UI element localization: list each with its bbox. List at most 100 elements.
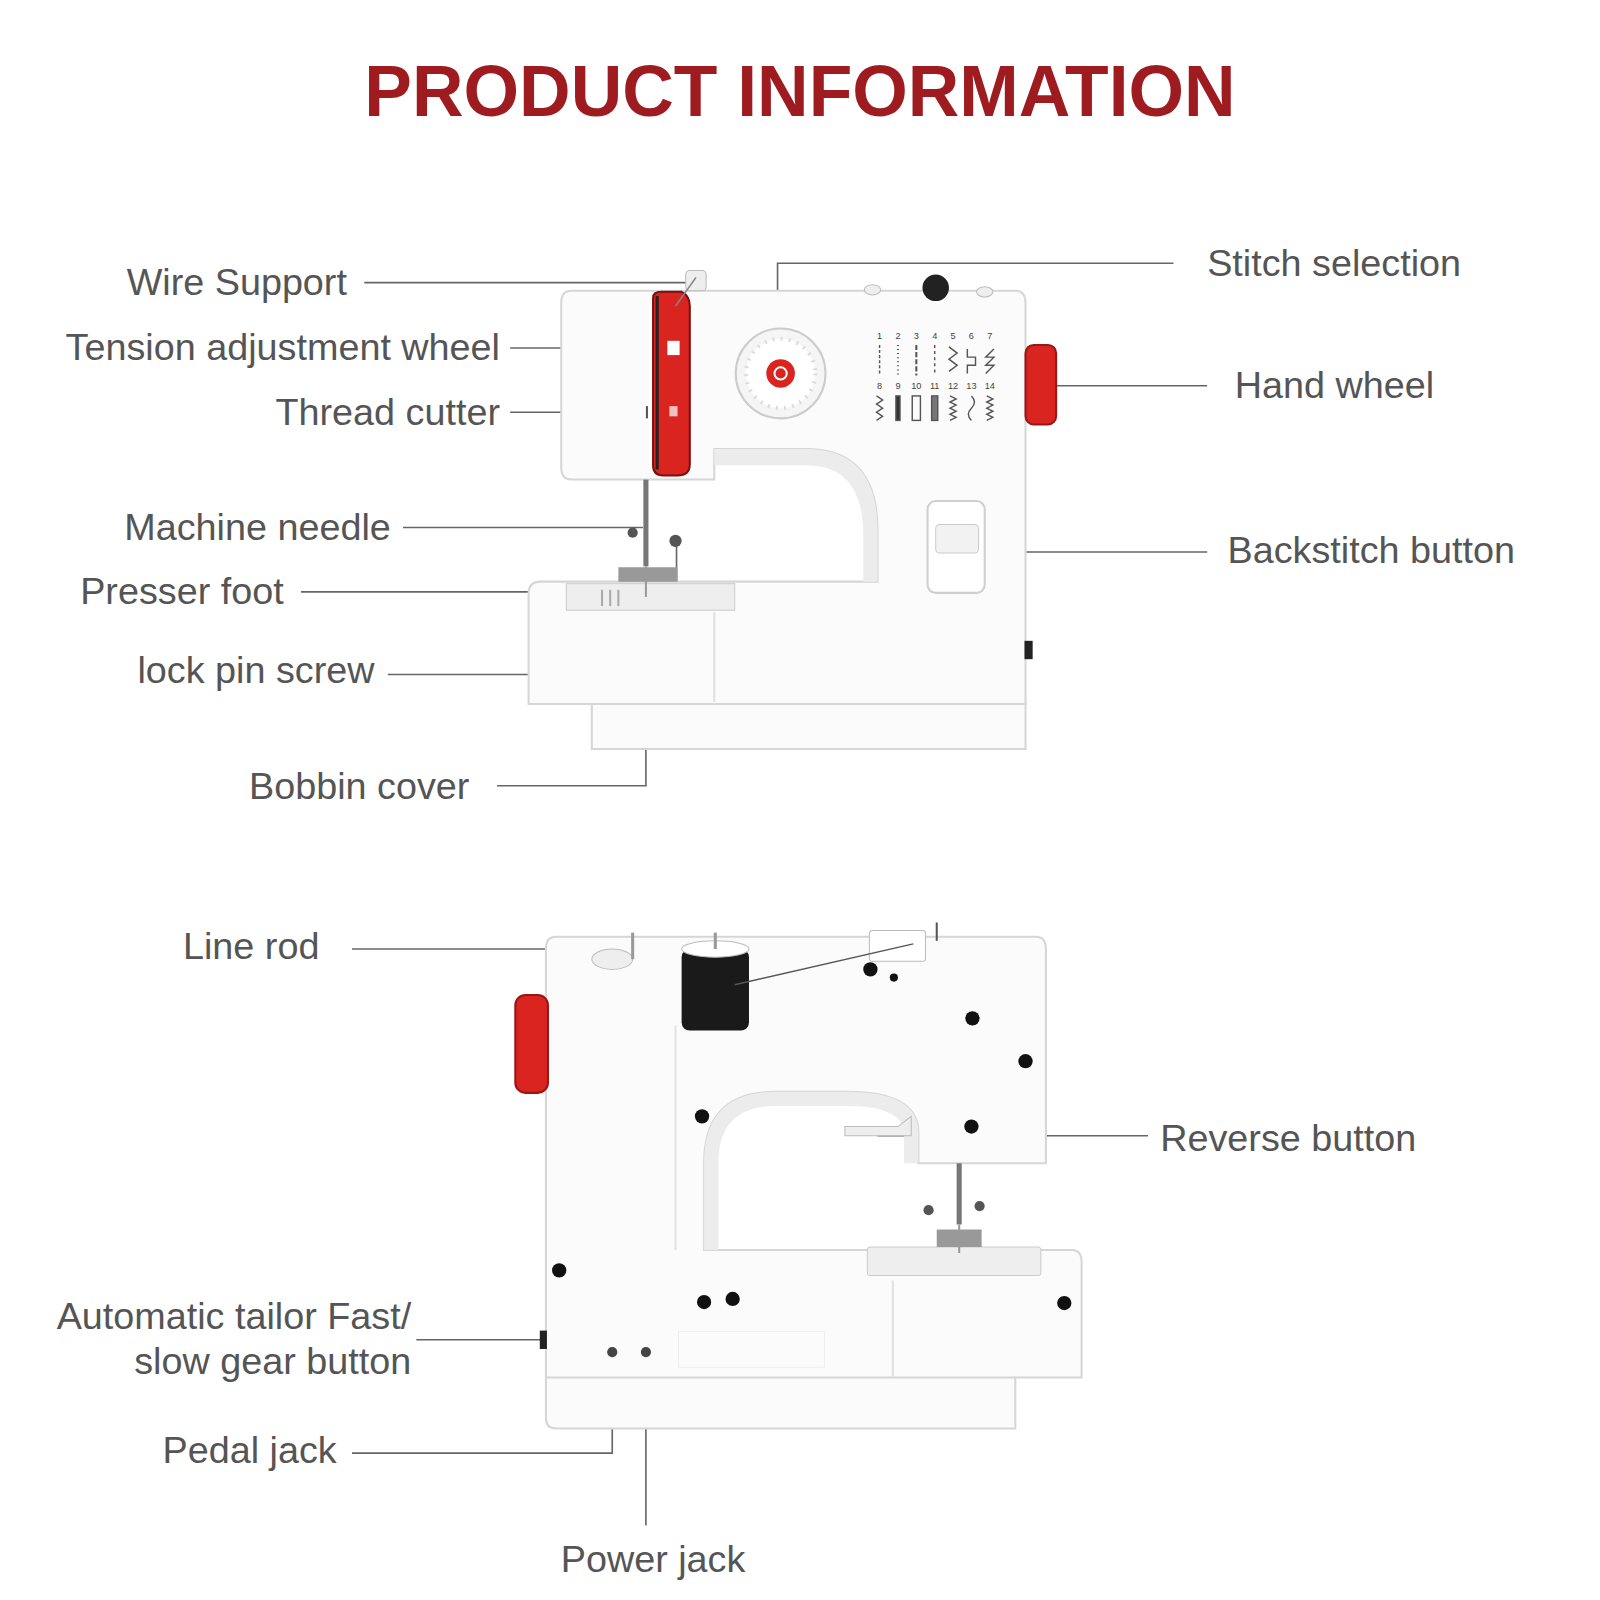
speed-button bbox=[540, 1331, 547, 1349]
hand-wheel bbox=[1026, 345, 1057, 425]
pedal-jack bbox=[607, 1347, 617, 1357]
base-seam bbox=[546, 1377, 1015, 1379]
stitch-number: 13 bbox=[962, 381, 980, 392]
page-title: PRODUCT INFORMATION bbox=[0, 49, 1600, 135]
presser-foot bbox=[937, 1230, 982, 1247]
part-label: Hand wheel bbox=[1235, 363, 1582, 408]
stitch-number: 4 bbox=[926, 331, 944, 342]
tension-mark bbox=[667, 341, 679, 355]
stitch-number: 6 bbox=[962, 331, 980, 342]
machine-base bbox=[592, 702, 1026, 749]
foot-screw bbox=[974, 1201, 984, 1211]
part-label: Thread cutter bbox=[173, 390, 500, 435]
hand-wheel bbox=[515, 995, 548, 1093]
thread-guide-pin bbox=[936, 922, 938, 940]
stitch-symbol bbox=[912, 396, 920, 420]
throat-shade bbox=[714, 449, 877, 582]
thread-guide bbox=[869, 931, 925, 962]
part-label: Reverse button bbox=[1160, 1116, 1568, 1161]
stitch-symbol bbox=[877, 396, 883, 420]
stitch-symbol bbox=[932, 396, 938, 420]
machine-body bbox=[529, 291, 1026, 704]
stitch-number: 5 bbox=[944, 331, 962, 342]
part-label: Line rod bbox=[74, 924, 319, 969]
dial-center bbox=[766, 359, 795, 388]
part-label: Stitch selection bbox=[1207, 241, 1585, 286]
pillar-seam bbox=[674, 1026, 676, 1250]
label-panel bbox=[679, 1332, 825, 1368]
part-label: Pedal jack bbox=[51, 1428, 337, 1473]
stitch-symbol bbox=[968, 396, 974, 420]
stitch-number: 9 bbox=[889, 381, 907, 392]
reverse-lever bbox=[845, 1116, 911, 1135]
presser-foot bbox=[618, 567, 677, 581]
front-machine bbox=[529, 270, 1057, 749]
screw-hole bbox=[695, 1109, 709, 1123]
top-knob bbox=[922, 274, 949, 301]
feed-dog bbox=[617, 590, 619, 606]
thread-spool bbox=[682, 949, 749, 1031]
stitch-number: 2 bbox=[889, 331, 907, 342]
stitch-symbol bbox=[986, 349, 994, 373]
back-machine bbox=[515, 922, 1081, 1428]
stitch-symbol bbox=[896, 396, 900, 420]
needle-bar bbox=[957, 1163, 962, 1224]
stitch-symbol bbox=[949, 347, 957, 371]
needle-screw bbox=[628, 528, 638, 538]
lock-pin-screw bbox=[669, 535, 681, 547]
thread-line bbox=[676, 278, 696, 307]
screw-hole bbox=[890, 973, 898, 981]
power-jack bbox=[641, 1347, 651, 1357]
stitch-symbols bbox=[877, 345, 994, 421]
stitch-number: 10 bbox=[907, 381, 925, 392]
dial-mark bbox=[774, 367, 786, 379]
top-bump bbox=[977, 287, 993, 297]
foot-screw bbox=[923, 1205, 933, 1215]
stitch-symbol bbox=[950, 396, 956, 420]
stitch-number: 11 bbox=[926, 381, 944, 392]
stitch-symbol bbox=[987, 396, 993, 420]
part-label: Presser foot bbox=[8, 569, 284, 614]
screw-hole bbox=[552, 1263, 566, 1277]
top-bump bbox=[864, 285, 880, 295]
leader-line bbox=[416, 1339, 544, 1341]
needle-plate bbox=[867, 1247, 1040, 1276]
stitch-symbol bbox=[879, 345, 880, 376]
bobbin-winder bbox=[592, 949, 633, 969]
cutter-mark bbox=[669, 406, 677, 416]
backstitch-button bbox=[928, 501, 985, 593]
part-label: Power jack bbox=[480, 1537, 827, 1582]
stitch-number: 1 bbox=[870, 331, 888, 342]
thread-cutter bbox=[646, 406, 648, 418]
part-label: Automatic tailor Fast/ slow gear button bbox=[3, 1294, 411, 1385]
feed-dog bbox=[609, 590, 611, 606]
leader-lines bbox=[301, 263, 1207, 1525]
part-label: Tension adjustment wheel bbox=[0, 325, 500, 370]
stitch-number: 7 bbox=[981, 331, 999, 342]
backstitch-lever bbox=[936, 524, 979, 553]
stitch-dial bbox=[736, 329, 826, 419]
spool-pin bbox=[714, 933, 717, 949]
stitch-symbol bbox=[967, 349, 975, 373]
stitch-symbol bbox=[934, 345, 935, 376]
stitch-number: 8 bbox=[870, 381, 888, 392]
part-label: Backstitch button bbox=[1228, 528, 1595, 573]
thread-line bbox=[656, 296, 659, 469]
stitch-number: 14 bbox=[981, 381, 999, 392]
screw-hole bbox=[1018, 1054, 1032, 1068]
needle-bar bbox=[643, 480, 648, 567]
stitch-symbol bbox=[897, 345, 899, 376]
tension-panel bbox=[653, 292, 690, 476]
leader-line bbox=[1005, 551, 1207, 553]
screw-hole bbox=[964, 1119, 978, 1133]
leader-line bbox=[1041, 385, 1207, 387]
bed-seam bbox=[892, 1281, 894, 1378]
screw-hole bbox=[863, 962, 877, 976]
screw-hole bbox=[1057, 1296, 1071, 1310]
part-label: lock pin screw bbox=[48, 648, 375, 693]
screw-holes bbox=[552, 962, 1071, 1310]
part-label: Bobbin cover bbox=[143, 764, 470, 809]
needle-plate bbox=[566, 584, 734, 611]
part-label: Machine needle bbox=[23, 505, 390, 550]
